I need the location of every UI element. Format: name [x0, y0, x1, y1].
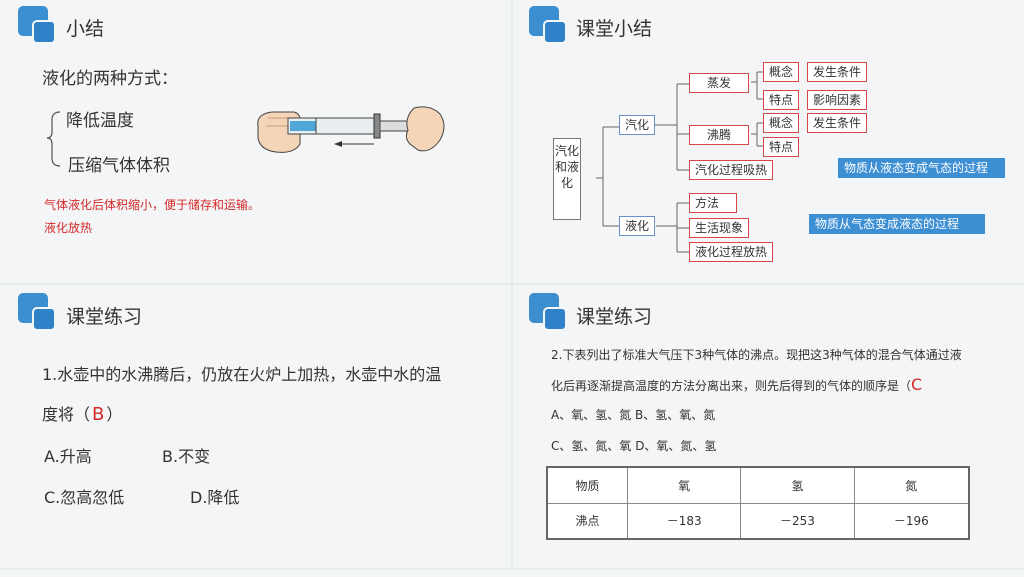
exercise-panel-2: 课堂练习 2.下表列出了标准大气压下3种气体的沸点。现把这3种气体的混合气体通过…	[513, 285, 1024, 568]
option-c: C.忽高忽低	[44, 488, 125, 507]
node-boil: 沸腾	[689, 125, 749, 145]
node-phenomenon: 生活现象	[689, 218, 750, 238]
class-summary-panel: 课堂小结 汽化和液化 汽化 蒸发 概念 发生条件 特点 影响因素 沸腾 概念 发…	[513, 0, 1024, 283]
node-feature: 特点	[763, 90, 800, 110]
table-cell: －196	[853, 502, 970, 540]
method-2: 压缩气体体积	[68, 156, 170, 176]
exercise-panel-1: 课堂练习 1.水壶中的水沸腾后，仍放在火炉上加热，水壶中水的温 度将（B） A.…	[0, 285, 511, 568]
panel-title: 课堂练习	[66, 306, 143, 328]
node-concept: 概念	[763, 62, 800, 82]
question-line-1: 2.下表列出了标准大气压下3种气体的沸点。现把这3种气体的混合气体通过液	[551, 348, 962, 362]
panel-title: 课堂练习	[576, 306, 653, 328]
table-cell: 氢	[740, 466, 855, 504]
node-factors: 影响因素	[807, 90, 868, 110]
heading: 液化的两种方式：	[42, 69, 178, 89]
table-cell: 沸点	[546, 502, 628, 540]
node-vaporize-heat: 汽化过程吸热	[689, 160, 774, 180]
node-liquefy: 液化	[619, 216, 656, 236]
boiling-point-table: 物质 氧 氢 氮 沸点 －183 －253 －196	[546, 466, 970, 540]
panel-title: 课堂小结	[576, 18, 653, 40]
syringe-illustration	[257, 106, 445, 153]
table-header-row: 物质 氧 氢 氮	[546, 466, 970, 504]
mindmap-root: 汽化和液化	[553, 138, 581, 220]
options-ab: A、氧、氢、氮 B、氢、氧、氮	[551, 408, 716, 422]
logo-icon	[529, 6, 569, 46]
table-row: 沸点 －183 －253 －196	[546, 502, 970, 540]
node-concept-2: 概念	[763, 113, 800, 133]
logo-icon	[529, 293, 569, 333]
node-method: 方法	[689, 193, 737, 213]
node-evaporate: 蒸发	[689, 73, 749, 93]
bracket-icon	[46, 111, 61, 167]
table-cell: 氧	[626, 466, 742, 504]
node-vaporize: 汽化	[619, 115, 656, 135]
table-cell: －183	[626, 502, 742, 540]
panel-title: 小结	[66, 18, 105, 40]
option-b: B.不变	[162, 447, 211, 466]
logo-icon	[18, 293, 58, 333]
summary-panel: 小结 液化的两种方式： 降低温度 压缩气体体积 气体液化后体积缩小，便于储存和运…	[0, 0, 511, 283]
method-1: 降低温度	[66, 111, 134, 131]
mindmap-connectors	[596, 71, 763, 253]
table-cell: 氮	[853, 466, 970, 504]
question-line-2: 度将（B）	[42, 404, 123, 425]
note-1: 气体液化后体积缩小，便于储存和运输。	[44, 198, 261, 212]
option-d: D.降低	[190, 488, 240, 507]
options-cd: C、氢、氮、氧 D、氧、氮、氢	[551, 439, 717, 453]
bottom-strip	[0, 570, 1024, 577]
logo-icon	[18, 6, 58, 46]
note-2: 液化放热	[44, 221, 93, 235]
node-feature-2: 特点	[763, 137, 800, 157]
node-condition: 发生条件	[807, 62, 868, 82]
question-line-1: 1.水壶中的水沸腾后，仍放在火炉上加热，水壶中水的温	[42, 365, 442, 384]
vaporize-definition: 物质从液态变成气态的过程	[838, 158, 1005, 178]
table-cell: 物质	[546, 466, 628, 504]
option-a: A.升高	[44, 447, 92, 466]
answer-mark: B	[92, 404, 105, 425]
liquefy-definition: 物质从气态变成液态的过程	[809, 214, 985, 234]
answer-mark: C	[911, 375, 923, 394]
node-liquefy-heat: 液化过程放热	[689, 242, 774, 262]
question-line-2: 化后再逐渐提高温度的方法分离出来，则先后得到的气体的顺序是（C	[551, 375, 923, 394]
table-cell: －253	[740, 502, 855, 540]
node-condition-2: 发生条件	[807, 113, 868, 133]
